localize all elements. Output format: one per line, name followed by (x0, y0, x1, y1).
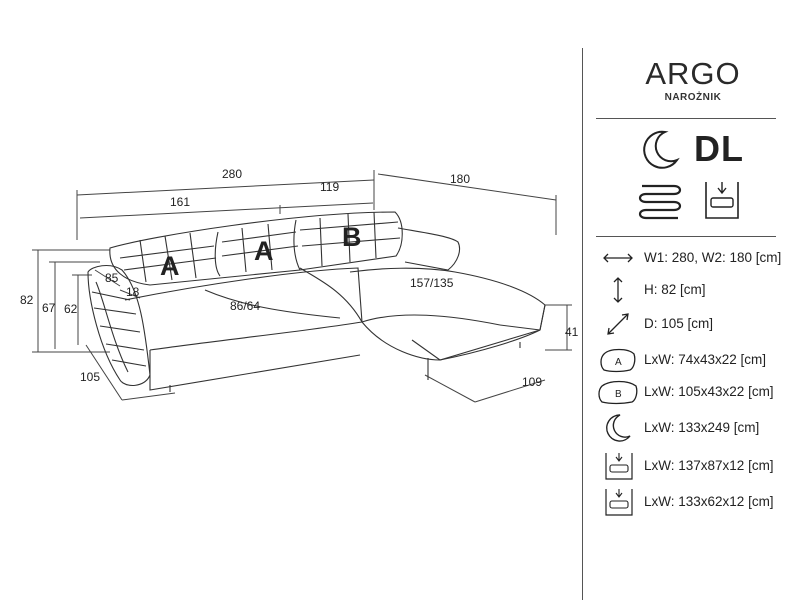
spec-row-cushion-b: B LxW: 105x43x22 [cm] (598, 376, 784, 408)
cushion-a-letter: A (615, 357, 622, 368)
divider-line (596, 236, 776, 237)
dim-chaise-length: 157/135 (410, 276, 454, 290)
spec-row-storage-2: LxW: 133x62x12 [cm] (598, 486, 784, 518)
storage-container-icon (705, 182, 739, 219)
dim-arm-width: 18 (126, 285, 140, 299)
spec-row-height: H: 82 [cm] (598, 274, 784, 306)
dim-chaise-seat-width: 119 (320, 180, 339, 194)
cushion-b-letter: B (615, 389, 622, 400)
cushion-label-a-middle: A (254, 236, 274, 266)
spec-text: H: 82 [cm] (644, 282, 706, 297)
storage-container-icon (605, 453, 633, 480)
spec-row-cushion-a: A LxW: 74x43x22 [cm] (598, 344, 784, 376)
dim-depth: 105 (80, 370, 100, 384)
cushion-b-icon: B (598, 380, 638, 405)
sleeping-moon-icon (606, 414, 631, 442)
product-name: ARGO (645, 56, 741, 91)
cushion-label-a-left: A (160, 251, 180, 281)
depth-arrow-icon (607, 313, 629, 335)
dim-chaise-height: 41 (565, 325, 579, 339)
spec-text: LxW: 105x43x22 [cm] (644, 384, 774, 399)
dl-function-badge: DL (694, 128, 744, 169)
spec-text: LxW: 137x87x12 [cm] (644, 458, 774, 473)
spec-row-depth: D: 105 [cm] (598, 308, 784, 340)
product-type: NAROŻNIK (664, 92, 722, 103)
dim-corner-width: 180 (450, 172, 470, 186)
spec-text: LxW: 133x249 [cm] (644, 420, 760, 435)
sofa-technical-drawing: 280 180 161 119 82 67 62 85 18 86/64 157… (20, 167, 579, 403)
spec-row-width: W1: 280, W2: 180 [cm] (598, 242, 784, 274)
dim-height-armrest: 67 (42, 301, 56, 315)
spec-text: LxW: 133x62x12 [cm] (644, 494, 774, 509)
panel-divider (582, 48, 583, 600)
width-arrows-icon (603, 253, 633, 263)
height-arrow-icon (613, 277, 623, 303)
spec-row-sleeping-area: LxW: 133x249 [cm] (598, 412, 784, 444)
cushion-a-icon: A (600, 348, 636, 373)
storage-container-small-icon (605, 489, 633, 516)
cushion-label-b: B (342, 222, 362, 252)
sleeping-moon-icon (643, 130, 680, 169)
dim-height-backrest-seat: 62 (64, 302, 78, 316)
spec-text: W1: 280, W2: 180 [cm] (644, 250, 782, 265)
spec-text: D: 105 [cm] (644, 316, 714, 331)
dim-total-width: 280 (222, 167, 242, 181)
spec-text: LxW: 74x43x22 [cm] (644, 352, 767, 367)
divider-line (596, 118, 776, 119)
dim-height-total: 82 (20, 293, 34, 307)
dim-seat-depth: 86/64 (230, 299, 260, 313)
sofa-outline (87, 211, 546, 392)
dim-main-width: 161 (170, 195, 190, 209)
spec-row-storage-1: LxW: 137x87x12 [cm] (598, 450, 784, 482)
dim-chaise-depth: 109 (522, 375, 542, 389)
dim-arm-height: 85 (105, 271, 119, 285)
spring-icon (638, 184, 682, 220)
